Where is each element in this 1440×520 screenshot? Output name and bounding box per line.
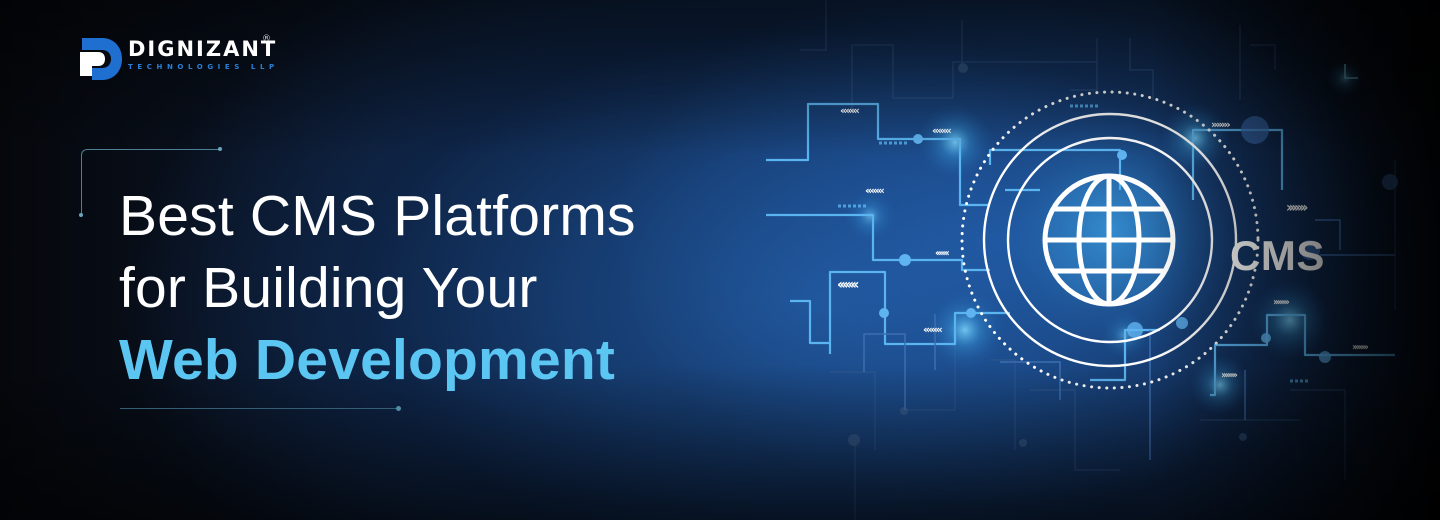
headline-accent: Web Development [119,328,616,392]
svg-text:›››››››: ››››››› [1286,200,1308,216]
brand-logo[interactable]: DIGNIZANT TECHNOLOGIES LLP ® [80,34,279,80]
headline-line-1: Best CMS Platforms [119,184,636,248]
svg-text:‹‹‹‹‹‹‹: ‹‹‹‹‹‹‹ [865,184,884,197]
line-dot [218,147,222,151]
decorative-underline [120,406,401,411]
svg-text:‹‹‹‹‹‹‹: ‹‹‹‹‹‹‹ [923,323,942,336]
headline-line-2: for Building Your [119,256,538,320]
logo-mark-icon [80,38,122,80]
svg-text:›››››››: ››››››› [1221,370,1238,381]
svg-text:›››››››: ››››››› [1211,118,1230,131]
decorative-corner-line [79,147,222,217]
svg-text:›››››››: ››››››› [1273,297,1290,308]
svg-text:‹‹‹‹‹‹‹: ‹‹‹‹‹‹‹ [840,104,859,117]
registered-mark: ® [262,34,271,44]
brand-name: DIGNIZANT [128,37,278,61]
svg-text:‹‹‹‹‹‹‹: ‹‹‹‹‹‹‹ [837,277,859,293]
globe-icon [1042,173,1176,307]
cms-label: CMS [1230,232,1325,279]
page-title: Best CMS Platforms for Building Your Web… [119,180,636,396]
svg-text:›››››››: ››››››› [1352,342,1369,353]
brand-subtitle: TECHNOLOGIES LLP [128,63,279,71]
svg-text:‹‹‹‹‹‹: ‹‹‹‹‹‹ [935,248,950,259]
svg-text:‹‹‹‹‹‹‹: ‹‹‹‹‹‹‹ [932,124,951,137]
line-dot [79,213,83,217]
line-dot [396,406,401,411]
